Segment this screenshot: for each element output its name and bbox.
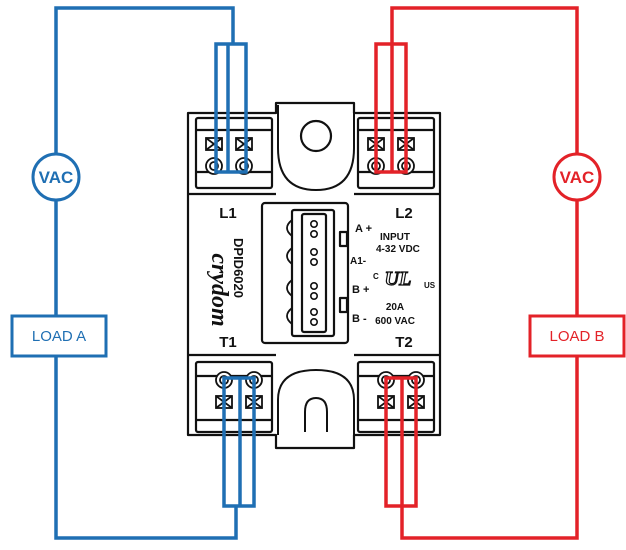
solid-state-relay xyxy=(186,101,442,450)
vac-meter-b-label: VAC xyxy=(560,168,595,187)
pin-b-plus-label: B + xyxy=(352,284,369,296)
l1-wire-sleeve xyxy=(214,42,248,174)
cert-mark: UL xyxy=(385,268,412,290)
load-a-box xyxy=(10,314,108,358)
load-a: LOAD A xyxy=(10,314,108,358)
vac-meter-b-circle xyxy=(552,152,602,202)
circuit-a-wires xyxy=(54,6,256,540)
led-b-window xyxy=(338,296,349,314)
load-b: LOAD B xyxy=(528,314,626,358)
top-mounting-hole xyxy=(299,119,333,153)
model-number: DPID6020 xyxy=(231,238,246,298)
terminal-l2-label: L2 xyxy=(395,205,413,222)
rating-voltage: 600 VAC xyxy=(375,316,415,327)
cert-prefix: C xyxy=(373,272,379,281)
rating-current: 20A xyxy=(386,302,404,313)
load-a-label: LOAD A xyxy=(32,328,86,345)
ul-certification-mark: C UL US xyxy=(373,267,436,290)
input-label: INPUT xyxy=(380,232,410,243)
load-b-label: LOAD B xyxy=(549,328,604,345)
pin-a-plus-label: A + xyxy=(355,223,372,235)
input-connector-housing xyxy=(260,201,350,345)
terminal-t2-label: T2 xyxy=(395,334,413,351)
input-range-label: 4-32 VDC xyxy=(376,244,420,255)
vac-meter-a-label: VAC xyxy=(39,168,74,187)
brand-logo-text: crydom xyxy=(206,253,232,326)
vac-meter-a-circle xyxy=(31,152,81,202)
bottom-mounting-slot xyxy=(304,397,328,432)
pin-b-minus-label: B - xyxy=(352,313,367,325)
terminal-t1-label: T1 xyxy=(219,334,237,351)
circuit-b-wires xyxy=(374,6,579,540)
pin-a-minus-label: A1- xyxy=(350,256,366,267)
vac-meter-a: VAC xyxy=(31,152,81,202)
load-b-box xyxy=(528,314,626,358)
cert-suffix: US xyxy=(424,281,436,290)
vac-meter-b: VAC xyxy=(552,152,602,202)
input-connector-plug xyxy=(300,212,328,334)
input-pins xyxy=(309,220,318,326)
terminal-l1-label: L1 xyxy=(219,205,237,222)
led-a-window xyxy=(338,230,349,248)
